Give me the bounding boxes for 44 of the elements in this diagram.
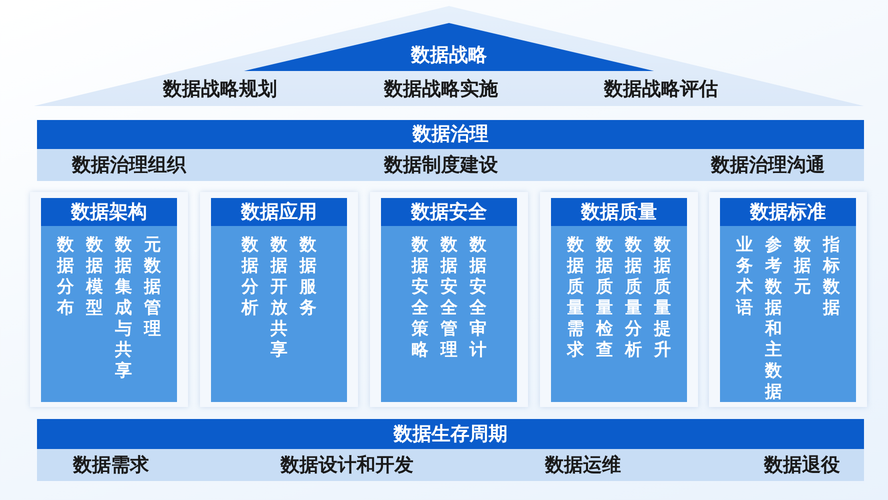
- item-label: 数据退役: [764, 456, 840, 474]
- vertical-label: 数据模型: [86, 235, 103, 319]
- item-label: 数据制度建设: [384, 156, 498, 174]
- vertical-label: 数据安全管理: [440, 235, 458, 361]
- pillar-panel: [211, 198, 347, 402]
- vertical-label: 数据开放共享: [270, 235, 288, 361]
- vertical-label: 数据分布: [57, 235, 74, 319]
- item-label: 数据战略评估: [604, 80, 718, 99]
- vertical-label: 指标数据: [823, 235, 840, 319]
- vertical-label: 数据安全策略: [412, 235, 428, 361]
- heading: 数据战略: [411, 46, 487, 65]
- vertical-label: 元数据管理: [144, 235, 161, 340]
- item-label: 数据战略实施: [384, 80, 498, 99]
- vertical-label: 数据质量提升: [654, 235, 671, 361]
- vertical-label: 数据分析: [242, 235, 258, 319]
- header-bar: 数据生存周期: [37, 419, 864, 449]
- vertical-label: 数据元: [794, 235, 811, 298]
- vertical-label: 数据集成与共享: [115, 235, 132, 382]
- header-bar: 数据安全: [381, 198, 517, 226]
- layer-band: [37, 419, 864, 481]
- header-bar: 数据应用: [211, 198, 347, 226]
- item-label: 数据治理组织: [72, 156, 186, 174]
- pillar-panel: [41, 198, 177, 402]
- vertical-label: 参考数据和主数据: [765, 235, 782, 403]
- vertical-label: 数据安全审计: [470, 235, 486, 361]
- header-bar: 数据质量: [551, 198, 687, 226]
- item-label: 数据需求: [73, 456, 149, 474]
- vertical-label: 数据质量检查: [596, 235, 613, 361]
- vertical-label: 数据服务: [300, 235, 316, 319]
- item-label: 数据设计和开发: [280, 456, 414, 474]
- pillar-panel: [381, 198, 517, 402]
- header-bar: 数据治理: [37, 120, 864, 149]
- item-label: 数据运维: [545, 456, 621, 474]
- header-bar: 数据架构: [41, 198, 177, 226]
- item-label: 数据战略规划: [163, 80, 277, 99]
- pillar-panel: [551, 198, 687, 402]
- vertical-label: 业务术语: [736, 235, 753, 319]
- pillar-panel: [720, 198, 856, 402]
- header-bar: 数据标准: [720, 198, 856, 226]
- vertical-label: 数据质量需求: [567, 235, 584, 361]
- layer-band: [37, 120, 864, 181]
- item-label: 数据治理沟通: [711, 156, 825, 174]
- vertical-label: 数据质量分析: [625, 235, 642, 361]
- roof-shape: [34, 6, 864, 106]
